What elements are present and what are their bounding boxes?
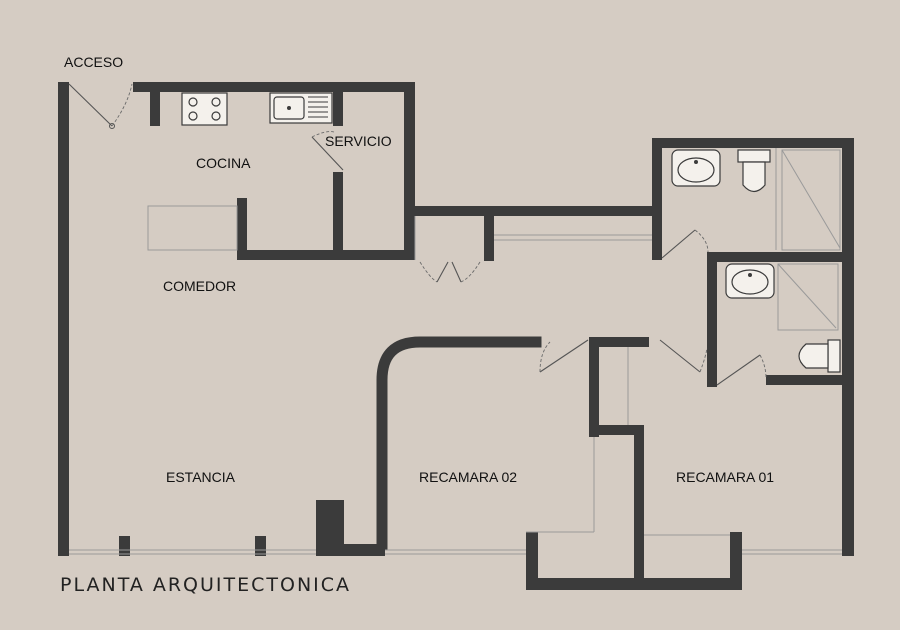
label-cocina: COCINA (196, 155, 251, 171)
label-recamara-01: RECAMARA 01 (676, 469, 774, 485)
doors (68, 83, 767, 386)
stove-icon (181, 92, 228, 126)
bath-2-lavatory-icon (725, 263, 775, 299)
thin-lines (69, 148, 842, 555)
label-acceso: ACCESO (64, 54, 123, 70)
bath-1-toilet-icon (737, 149, 771, 193)
label-comedor: COMEDOR (163, 278, 236, 294)
plan-title: PLANTA ARQUITECTONICA (60, 574, 351, 596)
label-estancia: ESTANCIA (166, 469, 236, 485)
kitchen-sink-icon (269, 92, 333, 124)
bath-2-toilet-icon (798, 339, 841, 373)
bath-1-lavatory-icon (671, 149, 721, 187)
label-recamara-02: RECAMARA 02 (419, 469, 517, 485)
walls (58, 82, 854, 590)
label-servicio: SERVICIO (325, 133, 392, 149)
